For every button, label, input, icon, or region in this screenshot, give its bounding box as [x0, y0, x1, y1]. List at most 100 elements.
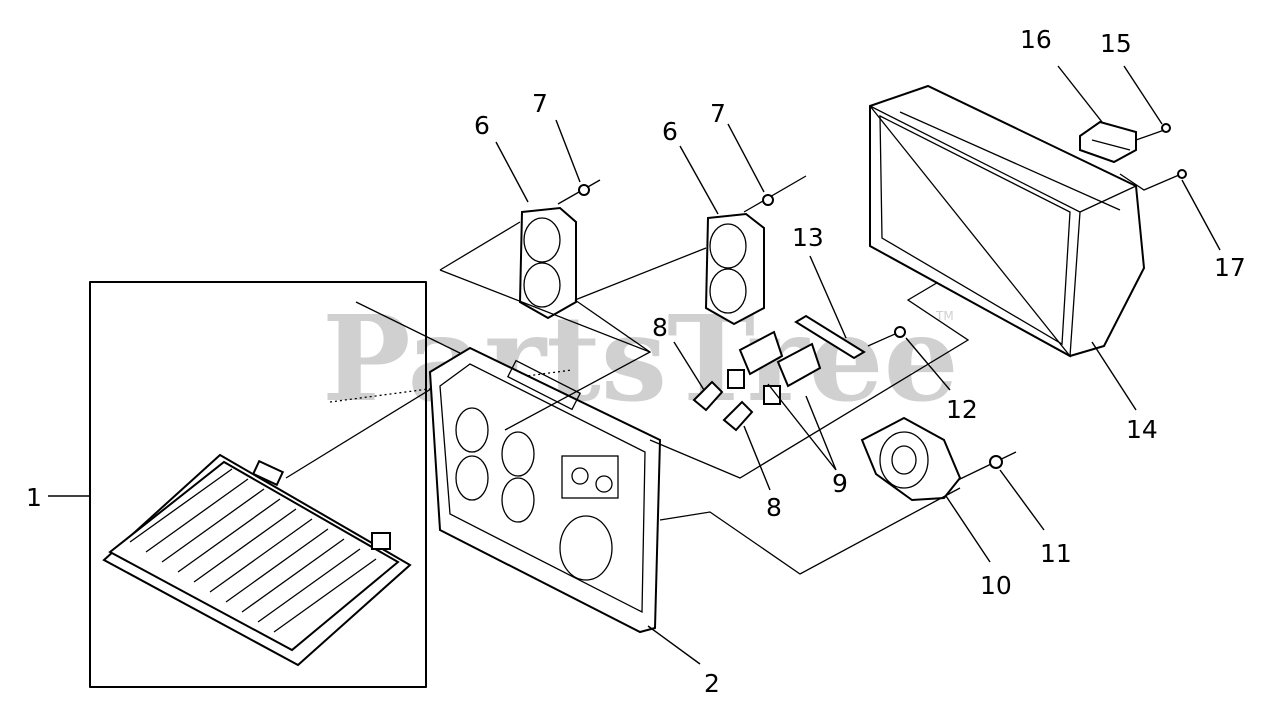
leader-8a: [673, 341, 705, 391]
twistlock-leader-line: [659, 487, 961, 575]
lamp-upper: [692, 380, 724, 412]
part-11-nut[interactable]: [957, 451, 1045, 531]
leader-16: [1057, 65, 1103, 123]
leader-9: [767, 383, 837, 471]
breaker-upper-stem: [727, 369, 745, 389]
panel-twistlock-hole: [559, 515, 613, 581]
twistlock-center: [891, 445, 917, 475]
nut-11-axis: [957, 451, 1017, 481]
part-14-housing[interactable]: [869, 84, 1146, 411]
housing-front-rim: [879, 114, 1071, 346]
panel-frame: [428, 346, 662, 634]
part-16-terminal-block[interactable]: [1057, 65, 1137, 164]
receptacle-left-face-bottom: [523, 262, 561, 308]
callout-10: 10: [980, 571, 1012, 600]
breaker-lower: [776, 342, 822, 388]
screw-12-head: [894, 326, 906, 338]
panel-breaker-hole-1: [571, 467, 589, 485]
nut-7a: [578, 184, 590, 196]
screw-15-head: [1161, 123, 1171, 133]
cover-ribs: [129, 468, 377, 633]
callout-9: 9: [832, 469, 848, 498]
leader-11: [999, 469, 1045, 531]
part-7-nut-left[interactable]: [555, 119, 601, 205]
leader-17: [1181, 179, 1221, 251]
cover-top: [108, 460, 400, 652]
callout-7b: 7: [710, 99, 726, 128]
callout-15: 15: [1100, 29, 1132, 58]
part-15-screw[interactable]: [1123, 65, 1171, 141]
panel-outlet-hole-4: [501, 477, 535, 523]
panel-face: [439, 363, 646, 614]
callout-6a: 6: [474, 111, 490, 140]
callout-1: 1: [26, 483, 42, 512]
terminal-block-divider: [1091, 139, 1131, 151]
breaker-lower-stem: [763, 385, 781, 405]
panel-breaker-recess: [561, 455, 619, 499]
part-13-strap[interactable]: [794, 255, 866, 360]
callout-8b: 8: [766, 493, 782, 522]
callout-14: 14: [1126, 415, 1158, 444]
receptacle-leader-lines: [439, 221, 707, 431]
nut-11: [989, 455, 1003, 469]
screw-17-head: [1177, 169, 1187, 179]
callout-7a: 7: [532, 89, 548, 118]
part-6-receptacle-left[interactable]: [495, 141, 577, 320]
screw-17-shaft: [1119, 171, 1187, 191]
leader-2: [647, 625, 701, 665]
cover-latch: [371, 532, 391, 550]
panel-breaker-hole-2: [595, 475, 613, 493]
watermark-trademark: TM: [935, 309, 954, 323]
screw-axis-7b: [743, 175, 807, 213]
part-8-lamps[interactable]: [673, 341, 771, 491]
watermark-text: PartsTree: [322, 289, 959, 428]
callout-6b: 6: [662, 117, 678, 146]
panel-label-strip: [506, 359, 582, 411]
housing-front-rim-left: [869, 105, 1081, 358]
leader-10: [945, 495, 991, 563]
callout-13: 13: [792, 223, 824, 252]
twistlock-body: [860, 416, 962, 502]
cover-hinge-tab: [251, 459, 285, 487]
part-1-inset-box: [89, 281, 427, 688]
callout-17: 17: [1214, 253, 1246, 282]
callout-2: 2: [704, 669, 720, 698]
housing-outer: [869, 84, 1146, 358]
part-1-cover[interactable]: [48, 281, 573, 688]
receptacle-left-face-top: [523, 217, 561, 263]
terminal-block-body: [1079, 120, 1137, 164]
part-9-breakers[interactable]: [727, 330, 837, 471]
part-2-control-panel[interactable]: [428, 346, 701, 665]
nut-7b: [762, 194, 774, 206]
leader-7b: [727, 123, 765, 193]
receptacle-right-face-bottom: [709, 268, 747, 314]
lamp-lower: [722, 400, 754, 432]
strap-body: [794, 314, 866, 360]
part-10-twistlock[interactable]: [659, 416, 991, 575]
breaker-upper: [738, 330, 784, 376]
callout-8a: 8: [652, 313, 668, 342]
watermark: PartsTree TM: [322, 289, 959, 428]
callout-labels: 1 2 6 6 7 7 8 8 9 10 11 12 13 14 15 16 1…: [26, 25, 1246, 698]
cover-pin: [355, 301, 471, 359]
leader-13: [809, 255, 847, 339]
leader-15: [1123, 65, 1163, 125]
part-6-receptacle-right[interactable]: [679, 145, 765, 326]
panel-outlet-hole-1: [455, 407, 489, 453]
panel-outlet-hole-3: [501, 431, 535, 477]
housing-inner-edge: [899, 111, 1121, 211]
part-7-nut-right[interactable]: [727, 123, 807, 213]
twistlock-face: [879, 431, 929, 489]
receptacle-right-body: [704, 212, 765, 326]
callout-12: 12: [946, 395, 978, 424]
cover-leader-line: [329, 369, 573, 403]
housing-top-edge: [1079, 185, 1137, 213]
leader-6a: [495, 141, 529, 203]
panel-outlet-hole-2: [455, 455, 489, 501]
part-17-screw[interactable]: [1119, 169, 1221, 251]
leader-14: [1091, 341, 1137, 411]
leader-7a: [555, 119, 581, 183]
callout-16: 16: [1020, 25, 1052, 54]
receptacle-left-body: [518, 206, 577, 320]
